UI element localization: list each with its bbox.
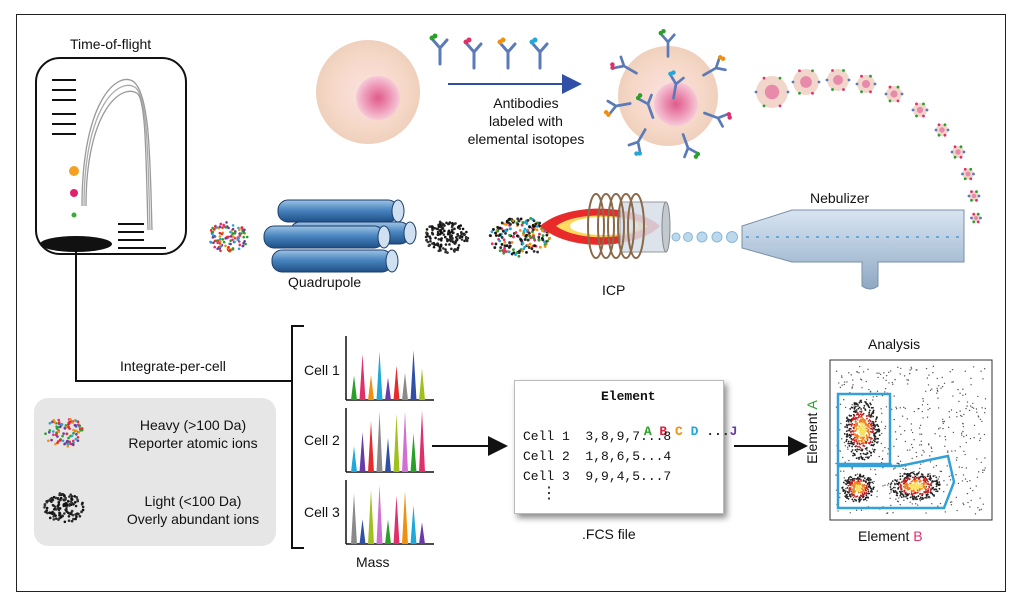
gate-a: [836, 392, 892, 466]
fcs-file-card: Element A B C D ...J Cell 1 3,8,9,7...8 …: [514, 380, 737, 514]
fcs-file-label: .FCS file: [582, 526, 636, 542]
antibodies-line-2: labeled with: [489, 113, 563, 129]
cell-bracket: [291, 325, 304, 549]
fcs-row-3: Cell 3 9,9,4,5...7: [523, 469, 671, 484]
fcs-column-letters: A B C D ...J: [597, 409, 738, 454]
x-axis-letter: B: [913, 528, 923, 544]
integrate-per-cell-label: Integrate-per-cell: [120, 358, 226, 374]
antibody-icons: [429, 33, 549, 70]
nebulizer: [741, 209, 965, 290]
analysis-label: Analysis: [868, 336, 921, 352]
analysis-plot: [829, 359, 993, 521]
legend-heavy-line-2: Reporter atomic ions: [128, 435, 258, 451]
integrate-connector: [75, 252, 292, 382]
figure-border: [16, 14, 1006, 592]
quadrupole-label: Quadrupole: [288, 274, 362, 290]
fcs-column-letter: D: [690, 424, 707, 439]
cell-2-label: Cell 2: [304, 432, 340, 448]
heavy-ion-cloud: [209, 221, 249, 253]
fcs-row-values: 3,8,9,7...8: [585, 429, 672, 444]
fcs-header: Element: [601, 389, 656, 404]
fcs-row-label: Cell 2: [523, 449, 570, 464]
legend-heavy-text: Heavy (>100 Da) Reporter atomic ions: [108, 416, 278, 452]
antibodies-line-1: Antibodies: [493, 95, 559, 111]
fcs-column-letter: A: [643, 424, 660, 439]
cell-3-label: Cell 3: [304, 504, 340, 520]
antibodies-caption: Antibodies labeled with elemental isotop…: [468, 94, 585, 148]
fcs-row-1: Cell 1 3,8,9,7...8: [523, 429, 671, 444]
fcs-row-label: Cell 1: [523, 429, 570, 444]
x-axis-prefix: Element: [858, 528, 914, 544]
unlabeled-cell: [316, 40, 420, 144]
legend-light-line-2: Overly abundant ions: [126, 511, 260, 527]
ion-legend: [34, 398, 276, 546]
fcs-row-label: Cell 3: [523, 469, 570, 484]
quadrupole-rods: [263, 199, 417, 273]
icp-label: ICP: [602, 282, 626, 298]
mass-axis-label: Mass: [356, 554, 390, 570]
mass-spectra: [345, 336, 434, 545]
fcs-row-2: Cell 2 1,8,6,5...4: [523, 449, 671, 464]
mixed-ion-cloud: [488, 217, 552, 258]
aerosol-droplets: [671, 231, 738, 243]
y-axis-letter: A: [804, 400, 820, 410]
cell-1-label: Cell 1: [304, 362, 340, 378]
fcs-column-letter: B: [659, 424, 676, 439]
labeled-cell: [603, 28, 732, 159]
ion-orange-dot: [69, 166, 79, 176]
gate-b: [836, 454, 956, 510]
legend-heavy-line-1: Heavy (>100 Da): [139, 417, 247, 433]
nebulizer-label: Nebulizer: [810, 190, 870, 206]
antibodies-line-3: elemental isotopes: [467, 131, 585, 147]
legend-light-text: Light (<100 Da) Overly abundant ions: [108, 492, 278, 528]
detector-disc: [40, 236, 112, 252]
fcs-column-letter: ...: [706, 424, 730, 439]
ion-green-dot: [71, 212, 77, 218]
fcs-column-letter: C: [675, 424, 691, 439]
cell-dispersion-sequence: [754, 69, 982, 224]
ion-pink-dot: [70, 189, 78, 197]
y-axis-label: Element A: [804, 392, 820, 472]
fcs-row-values: 9,9,4,5...7: [585, 469, 672, 484]
legend-light-line-1: Light (<100 Da): [144, 493, 242, 509]
time-of-flight-label: Time-of-flight: [70, 36, 152, 52]
light-ion-cloud: [424, 220, 470, 254]
fcs-ellipsis: ⋮: [541, 485, 557, 503]
time-of-flight-chamber: [35, 57, 187, 255]
y-axis-prefix: Element: [804, 409, 820, 464]
fcs-column-letter: J: [729, 424, 738, 439]
x-axis-label: Element B: [858, 528, 923, 544]
icp-torch: [540, 193, 671, 259]
fcs-row-values: 1,8,6,5...4: [585, 449, 672, 464]
